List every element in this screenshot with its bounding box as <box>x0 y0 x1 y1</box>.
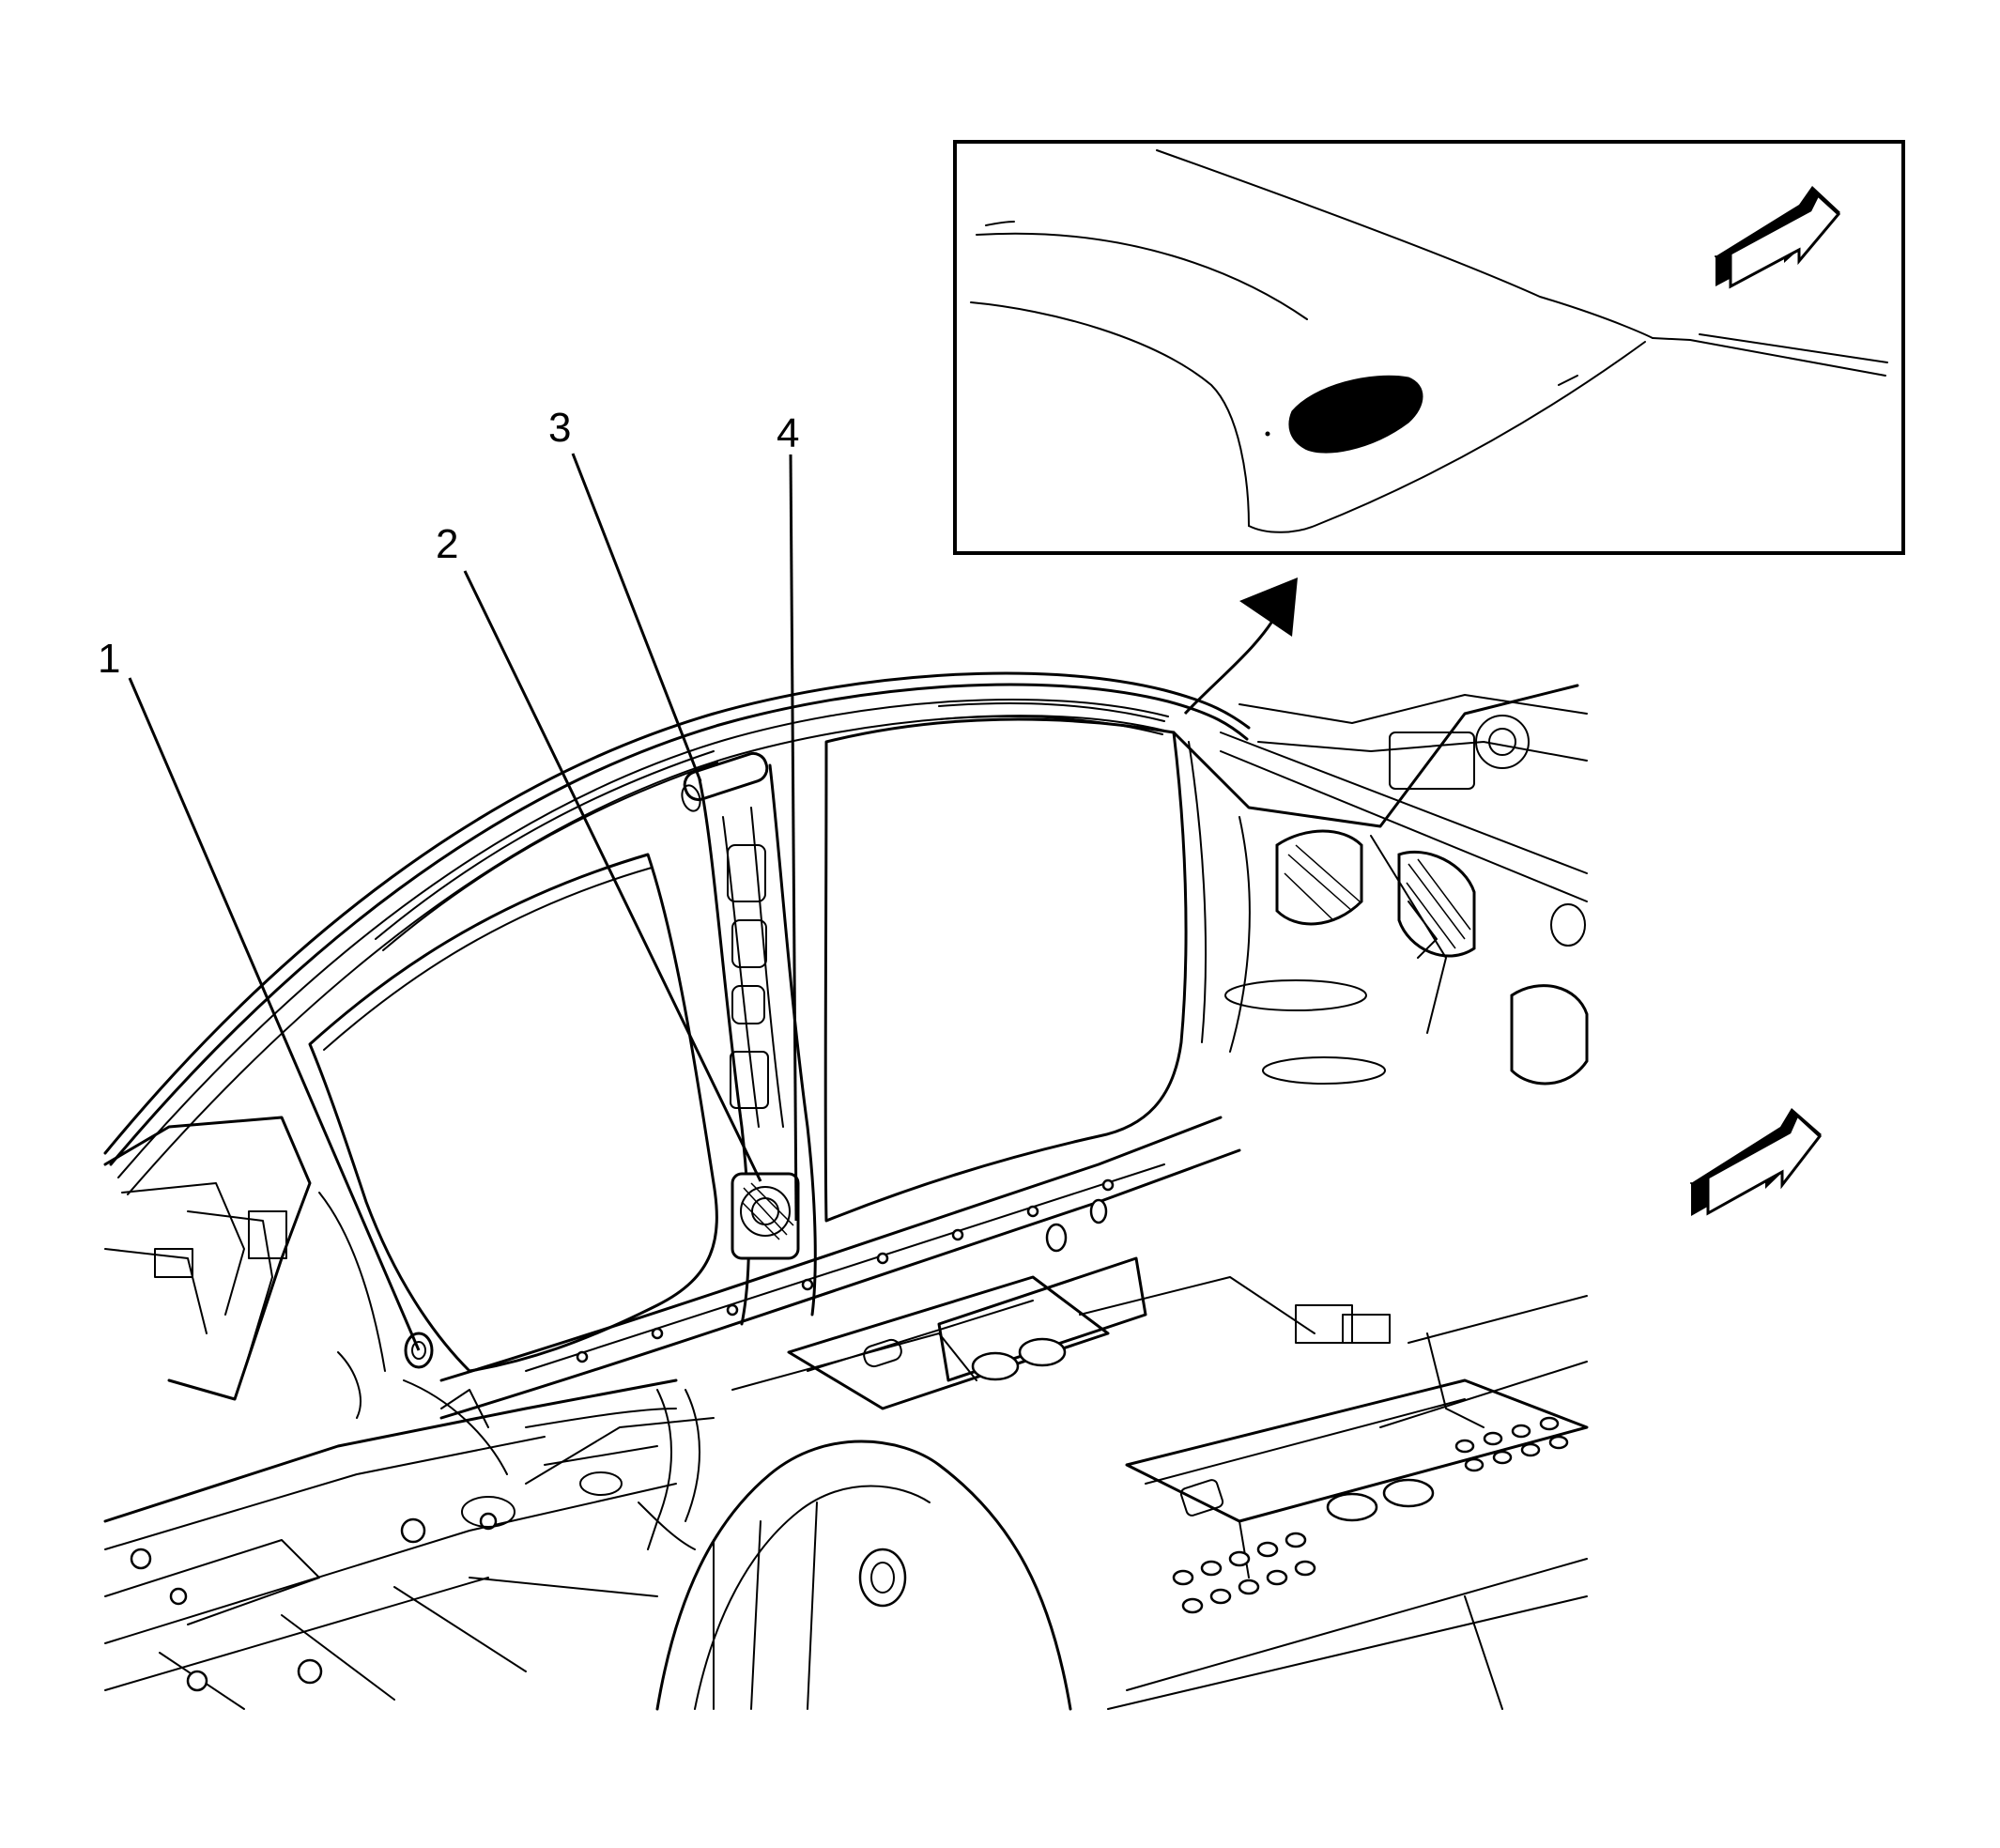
leader-line-2 <box>463 570 762 1182</box>
seat-belt-retractor <box>731 1172 800 1260</box>
curved-arrow-icon <box>1183 578 1298 716</box>
forward-arrow-icon <box>1690 1108 1823 1216</box>
plug <box>1288 375 1423 454</box>
forward-arrow-icon <box>1715 186 1841 289</box>
leader-line-4 <box>789 454 798 1222</box>
detail-inset <box>953 140 1905 555</box>
leader-line-3 <box>571 453 702 782</box>
leader-line-1 <box>128 677 421 1351</box>
callout-number-3: 3 <box>548 405 571 451</box>
callout-number-4: 4 <box>777 410 799 456</box>
callout-number-2: 2 <box>436 521 458 567</box>
leader-lines <box>128 223 1577 1351</box>
vehicle-body-structure <box>103 671 1589 1711</box>
callout-number-1: 1 <box>98 636 120 682</box>
